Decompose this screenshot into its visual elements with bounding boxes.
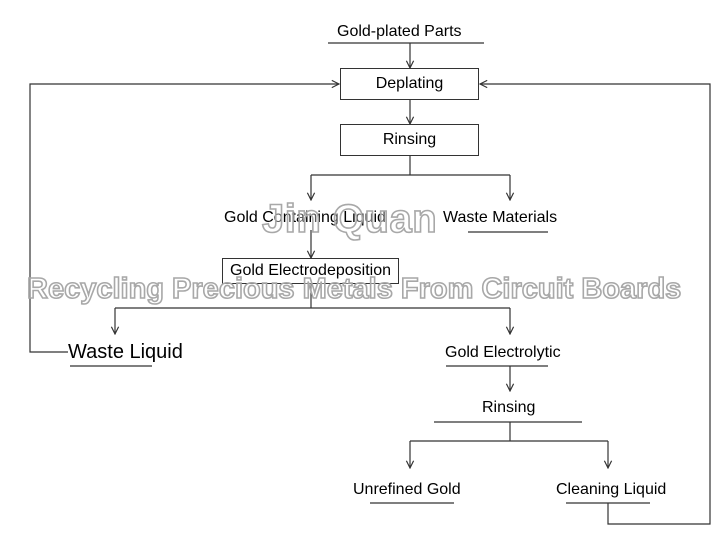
node-rinsing-1: Rinsing: [340, 124, 479, 156]
node-rinsing-2: Rinsing: [482, 399, 536, 416]
node-waste-liquid: Waste Liquid: [68, 341, 183, 363]
loop-cleaning-liquid-to-deplating: [480, 84, 711, 525]
node-gold-electrodeposition: Gold Electrodeposition: [222, 258, 399, 284]
node-deplating-label: Deplating: [375, 75, 444, 92]
loop-waste-liquid-to-deplating: [29, 84, 339, 353]
node-gold-containing-liquid: Gold Containing Liquid: [224, 209, 386, 226]
node-unrefined-gold: Unrefined Gold: [353, 481, 461, 498]
node-gold-electrodeposition-label: Gold Electrodeposition: [230, 262, 391, 279]
node-waste-materials: Waste Materials: [443, 209, 558, 226]
node-gold-plated-parts: Gold-plated Parts: [337, 23, 462, 40]
node-rinsing-1-label: Rinsing: [382, 131, 437, 148]
node-deplating: Deplating: [340, 68, 479, 100]
node-gold-electrolytic: Gold Electrolytic: [445, 344, 561, 361]
node-cleaning-liquid: Cleaning Liquid: [556, 481, 667, 498]
